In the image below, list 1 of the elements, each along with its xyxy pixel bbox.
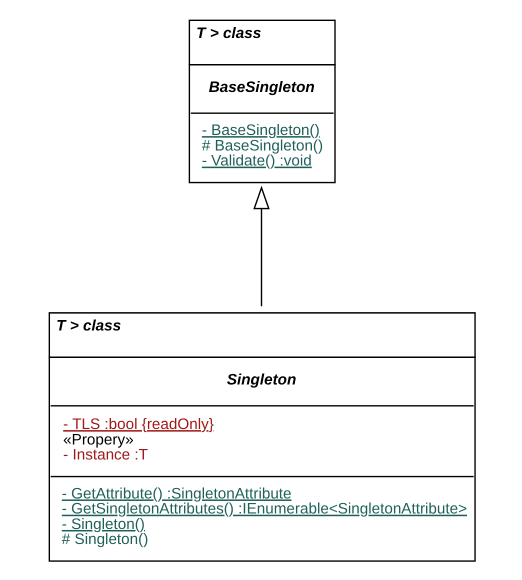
arrow	[252, 186, 270, 306]
